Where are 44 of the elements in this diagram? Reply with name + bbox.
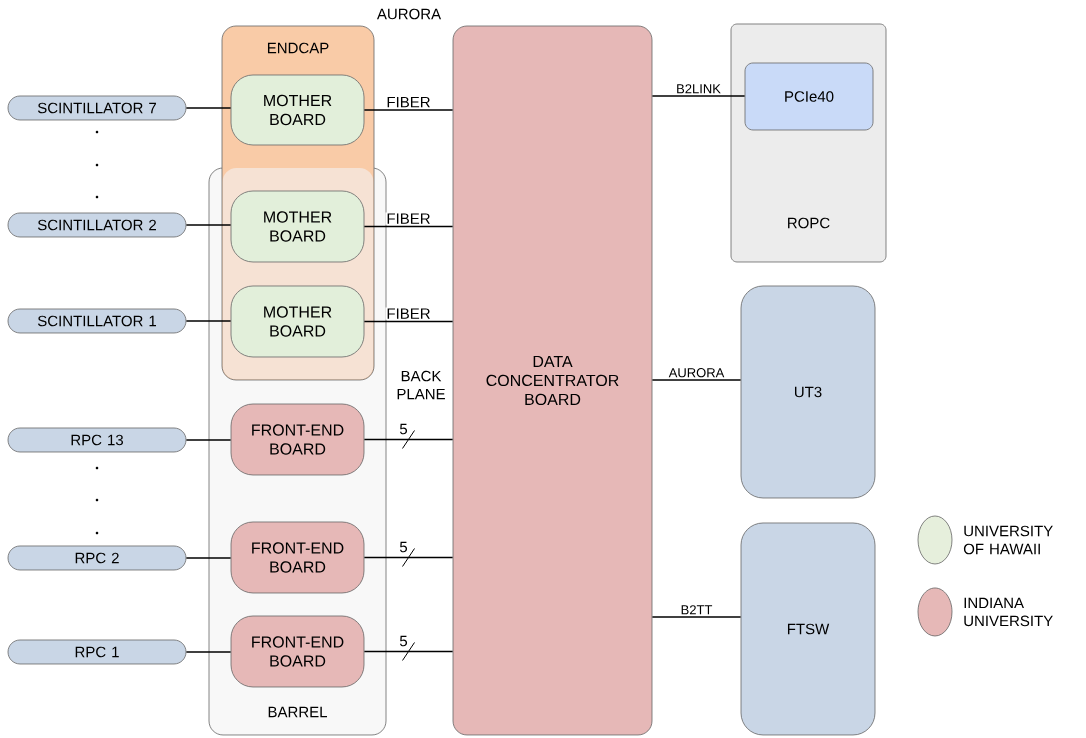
edge-label: 5 <box>398 422 409 436</box>
front-end-board-box: FRONT-END BOARD <box>230 521 365 594</box>
legend-label: INDIANA UNIVERSITY <box>964 597 1053 627</box>
front-end-board-box: FRONT-END BOARD <box>230 615 365 688</box>
rpc-box: RPC 2 <box>7 545 187 571</box>
connector-line <box>185 439 232 441</box>
legend-label: UNIVERSITY OF HAWAII <box>963 525 1053 555</box>
connector-line <box>363 109 454 111</box>
connector-line <box>651 616 742 618</box>
mother-board-box: MOTHER BOARD <box>230 285 365 358</box>
edge-label: FIBER <box>385 95 432 109</box>
edge-label: AURORA <box>667 367 726 379</box>
ftsw-box: FTSW <box>740 522 876 736</box>
scintillator-box: SCINTILLATOR 1 <box>7 308 187 334</box>
ut3-box: UT3 <box>740 285 876 499</box>
edge-label: FIBER <box>385 307 432 320</box>
connector-line <box>185 320 232 322</box>
mother-board-box: MOTHER BOARD <box>230 190 365 263</box>
pcie-board-box: PCIe40 <box>744 62 874 131</box>
edge-label: FIBER <box>385 212 432 225</box>
connector-line <box>185 107 232 109</box>
connector-line <box>651 95 746 97</box>
concentrator-board-box: DATA CONCENTRATOR BOARD <box>452 25 653 736</box>
connection-label: AURORA <box>376 8 442 20</box>
edge-label: 5 <box>398 634 409 648</box>
edge-label: B2TT <box>679 604 714 616</box>
mother-board-box: MOTHER BOARD <box>230 74 365 146</box>
connector-line <box>363 430 454 449</box>
rpc-box: RPC 1 <box>7 639 187 665</box>
connection-label: BACK PLANE <box>397 370 445 400</box>
connector-line <box>363 320 454 323</box>
connector-line <box>363 548 454 567</box>
connector-line <box>185 557 232 559</box>
connector-line <box>363 225 454 228</box>
connector-line <box>363 642 454 661</box>
edge-label: B2LINK <box>675 83 722 95</box>
connector-line <box>651 379 742 381</box>
connector-line <box>185 224 232 226</box>
scintillator-box: SCINTILLATOR 2 <box>7 212 187 238</box>
connector-line <box>185 651 232 653</box>
rpc-box: RPC 13 <box>7 427 187 453</box>
edge-label: 5 <box>398 540 409 554</box>
scintillator-box: SCINTILLATOR 7 <box>7 95 187 121</box>
front-end-board-box: FRONT-END BOARD <box>230 403 365 476</box>
